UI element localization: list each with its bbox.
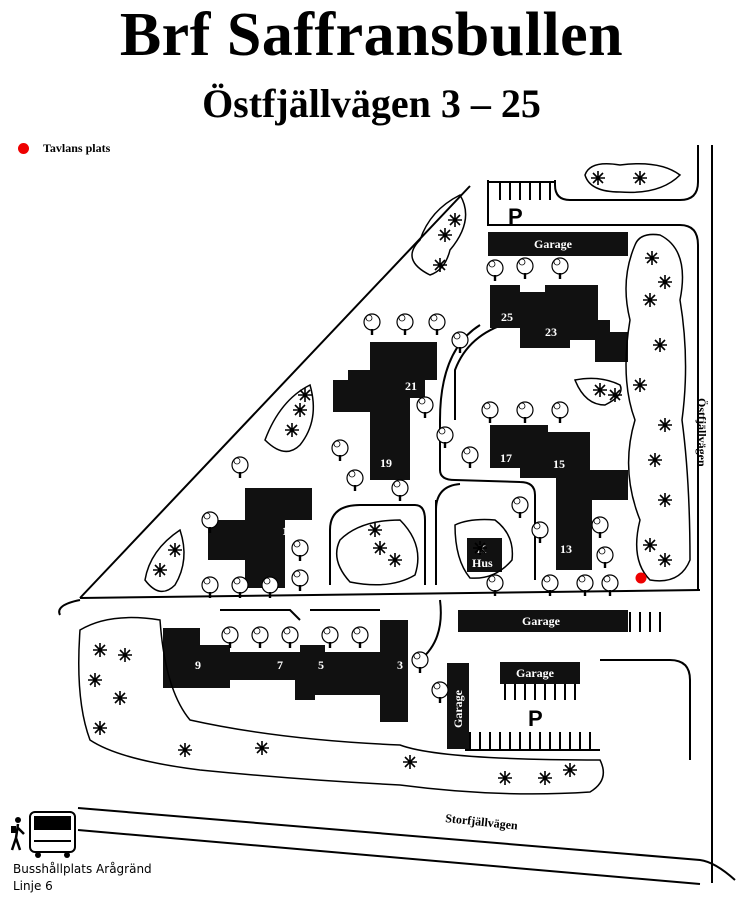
road-label-storfjallvagen: Storfjällvägen <box>445 811 519 833</box>
building-label-17: 17 <box>500 451 512 465</box>
garage-top <box>488 232 628 256</box>
garage-lower: Garage P <box>465 662 600 751</box>
garage-vertical: Garage <box>447 663 469 749</box>
building-label-15: 15 <box>553 457 565 471</box>
parking-top: P <box>488 181 555 229</box>
garage-vertical-label: Garage <box>451 689 465 728</box>
building-label-5: 5 <box>318 658 324 672</box>
shrubs <box>78 163 691 795</box>
garage-middle: Garage <box>458 610 661 632</box>
page-subtitle: Östfjällvägen 3 – 25 <box>202 81 541 126</box>
bus-icon <box>29 811 76 858</box>
building-label-9: 9 <box>195 658 201 672</box>
parking-label-top: P <box>508 204 523 229</box>
building-label-25: 25 <box>501 310 513 324</box>
roads <box>58 145 736 885</box>
garage-middle-label: Garage <box>522 614 561 628</box>
bus-stop-info: Busshållplats Arågränd Linje 6 <box>13 861 152 895</box>
building-label-13: 13 <box>560 542 572 556</box>
board-location-marker <box>635 572 647 584</box>
building-label-3: 3 <box>397 658 403 672</box>
buildings <box>163 285 628 722</box>
parking-label-bottom: P <box>528 706 543 731</box>
building-label-11: 11 <box>282 524 293 538</box>
k-hus-label-hus: Hus <box>472 556 493 570</box>
legend: Tavlans plats <box>18 141 110 156</box>
pedestrian-icon <box>10 817 25 851</box>
building-label-23: 23 <box>545 325 557 339</box>
page-title: Brf Saffransbullen <box>119 1 624 69</box>
building-label-7: 7 <box>277 658 283 672</box>
legend-label: Tavlans plats <box>43 141 111 155</box>
garage-top-label: Garage <box>534 237 573 251</box>
bus-stop-name: Busshållplats Arågränd <box>13 862 152 876</box>
road-label-ostfjallvagen: Östfjällvägen <box>695 398 709 467</box>
garage-lower-label: Garage <box>516 666 555 680</box>
bus-stop-line: Linje 6 <box>13 879 53 893</box>
building-label-21: 21 <box>405 379 417 393</box>
legend-dot-icon <box>18 143 29 154</box>
building-label-19: 19 <box>380 456 392 470</box>
